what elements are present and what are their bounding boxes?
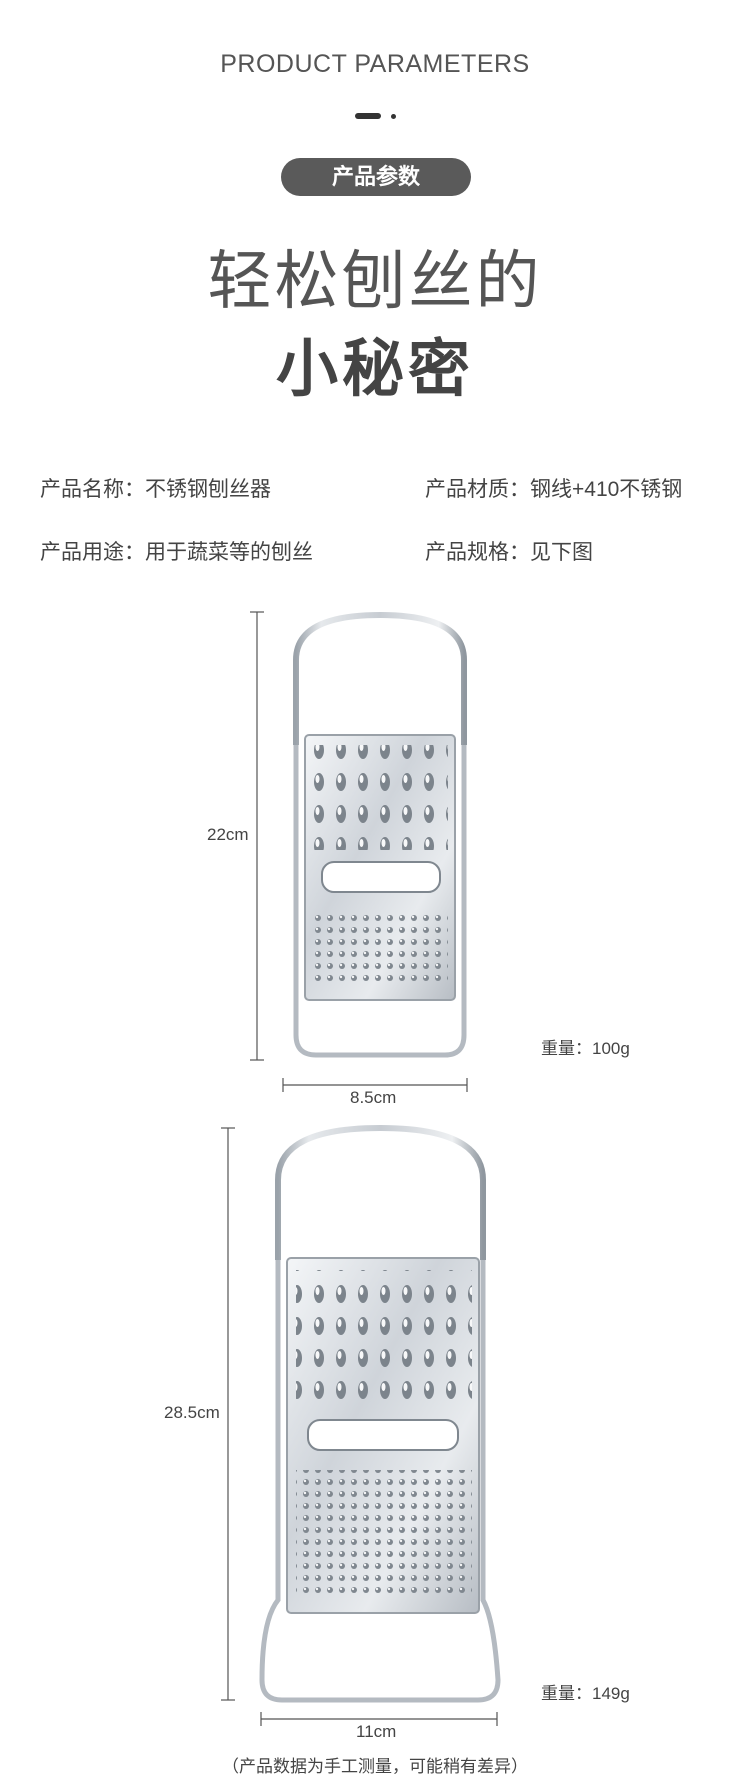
heading-dot-decoration [391,114,396,119]
section-pill-label: 产品参数 [281,158,471,196]
title-line-2: 小秘密 [275,335,474,404]
weight-label-2: 重量：149g [541,1684,630,1703]
param-usage: 产品用途：用于蔬菜等的刨丝 [40,536,313,566]
param-usage-label: 产品用途： [40,541,145,564]
height-label-1: 22cm [207,825,249,844]
weight-label-1: 重量：100g [541,1039,630,1058]
width-label-2: 11cm [356,1722,397,1741]
footnote: （产品数据为手工测量，可能稍有差异） [222,1757,528,1776]
param-spec-label: 产品规格： [425,541,530,564]
width-dimension-line-2 [260,1712,498,1726]
width-dimension-line-1 [282,1078,468,1092]
height-dimension-line-1 [250,611,264,1061]
param-spec: 产品规格：见下图 [425,536,593,566]
param-name-label: 产品名称： [40,478,145,501]
param-name-value: 不锈钢刨丝器 [145,478,271,501]
param-material-value: 钢线+410不锈钢 [530,478,683,501]
height-label-2: 28.5cm [164,1403,220,1422]
grater-small-icon [293,611,467,1058]
param-material: 产品材质：钢线+410不锈钢 [425,473,682,503]
grater-large-icon [259,1124,501,1703]
heading-dash-decoration [355,113,381,119]
height-dimension-line-2 [221,1127,235,1701]
english-heading: PRODUCT PARAMETERS [220,50,530,78]
param-spec-value: 见下图 [530,541,593,564]
param-material-label: 产品材质： [425,478,530,501]
param-name: 产品名称：不锈钢刨丝器 [40,473,271,503]
title-line-1: 轻松刨丝的 [207,245,543,317]
param-usage-value: 用于蔬菜等的刨丝 [145,541,313,564]
width-label-1: 8.5cm [350,1088,397,1107]
